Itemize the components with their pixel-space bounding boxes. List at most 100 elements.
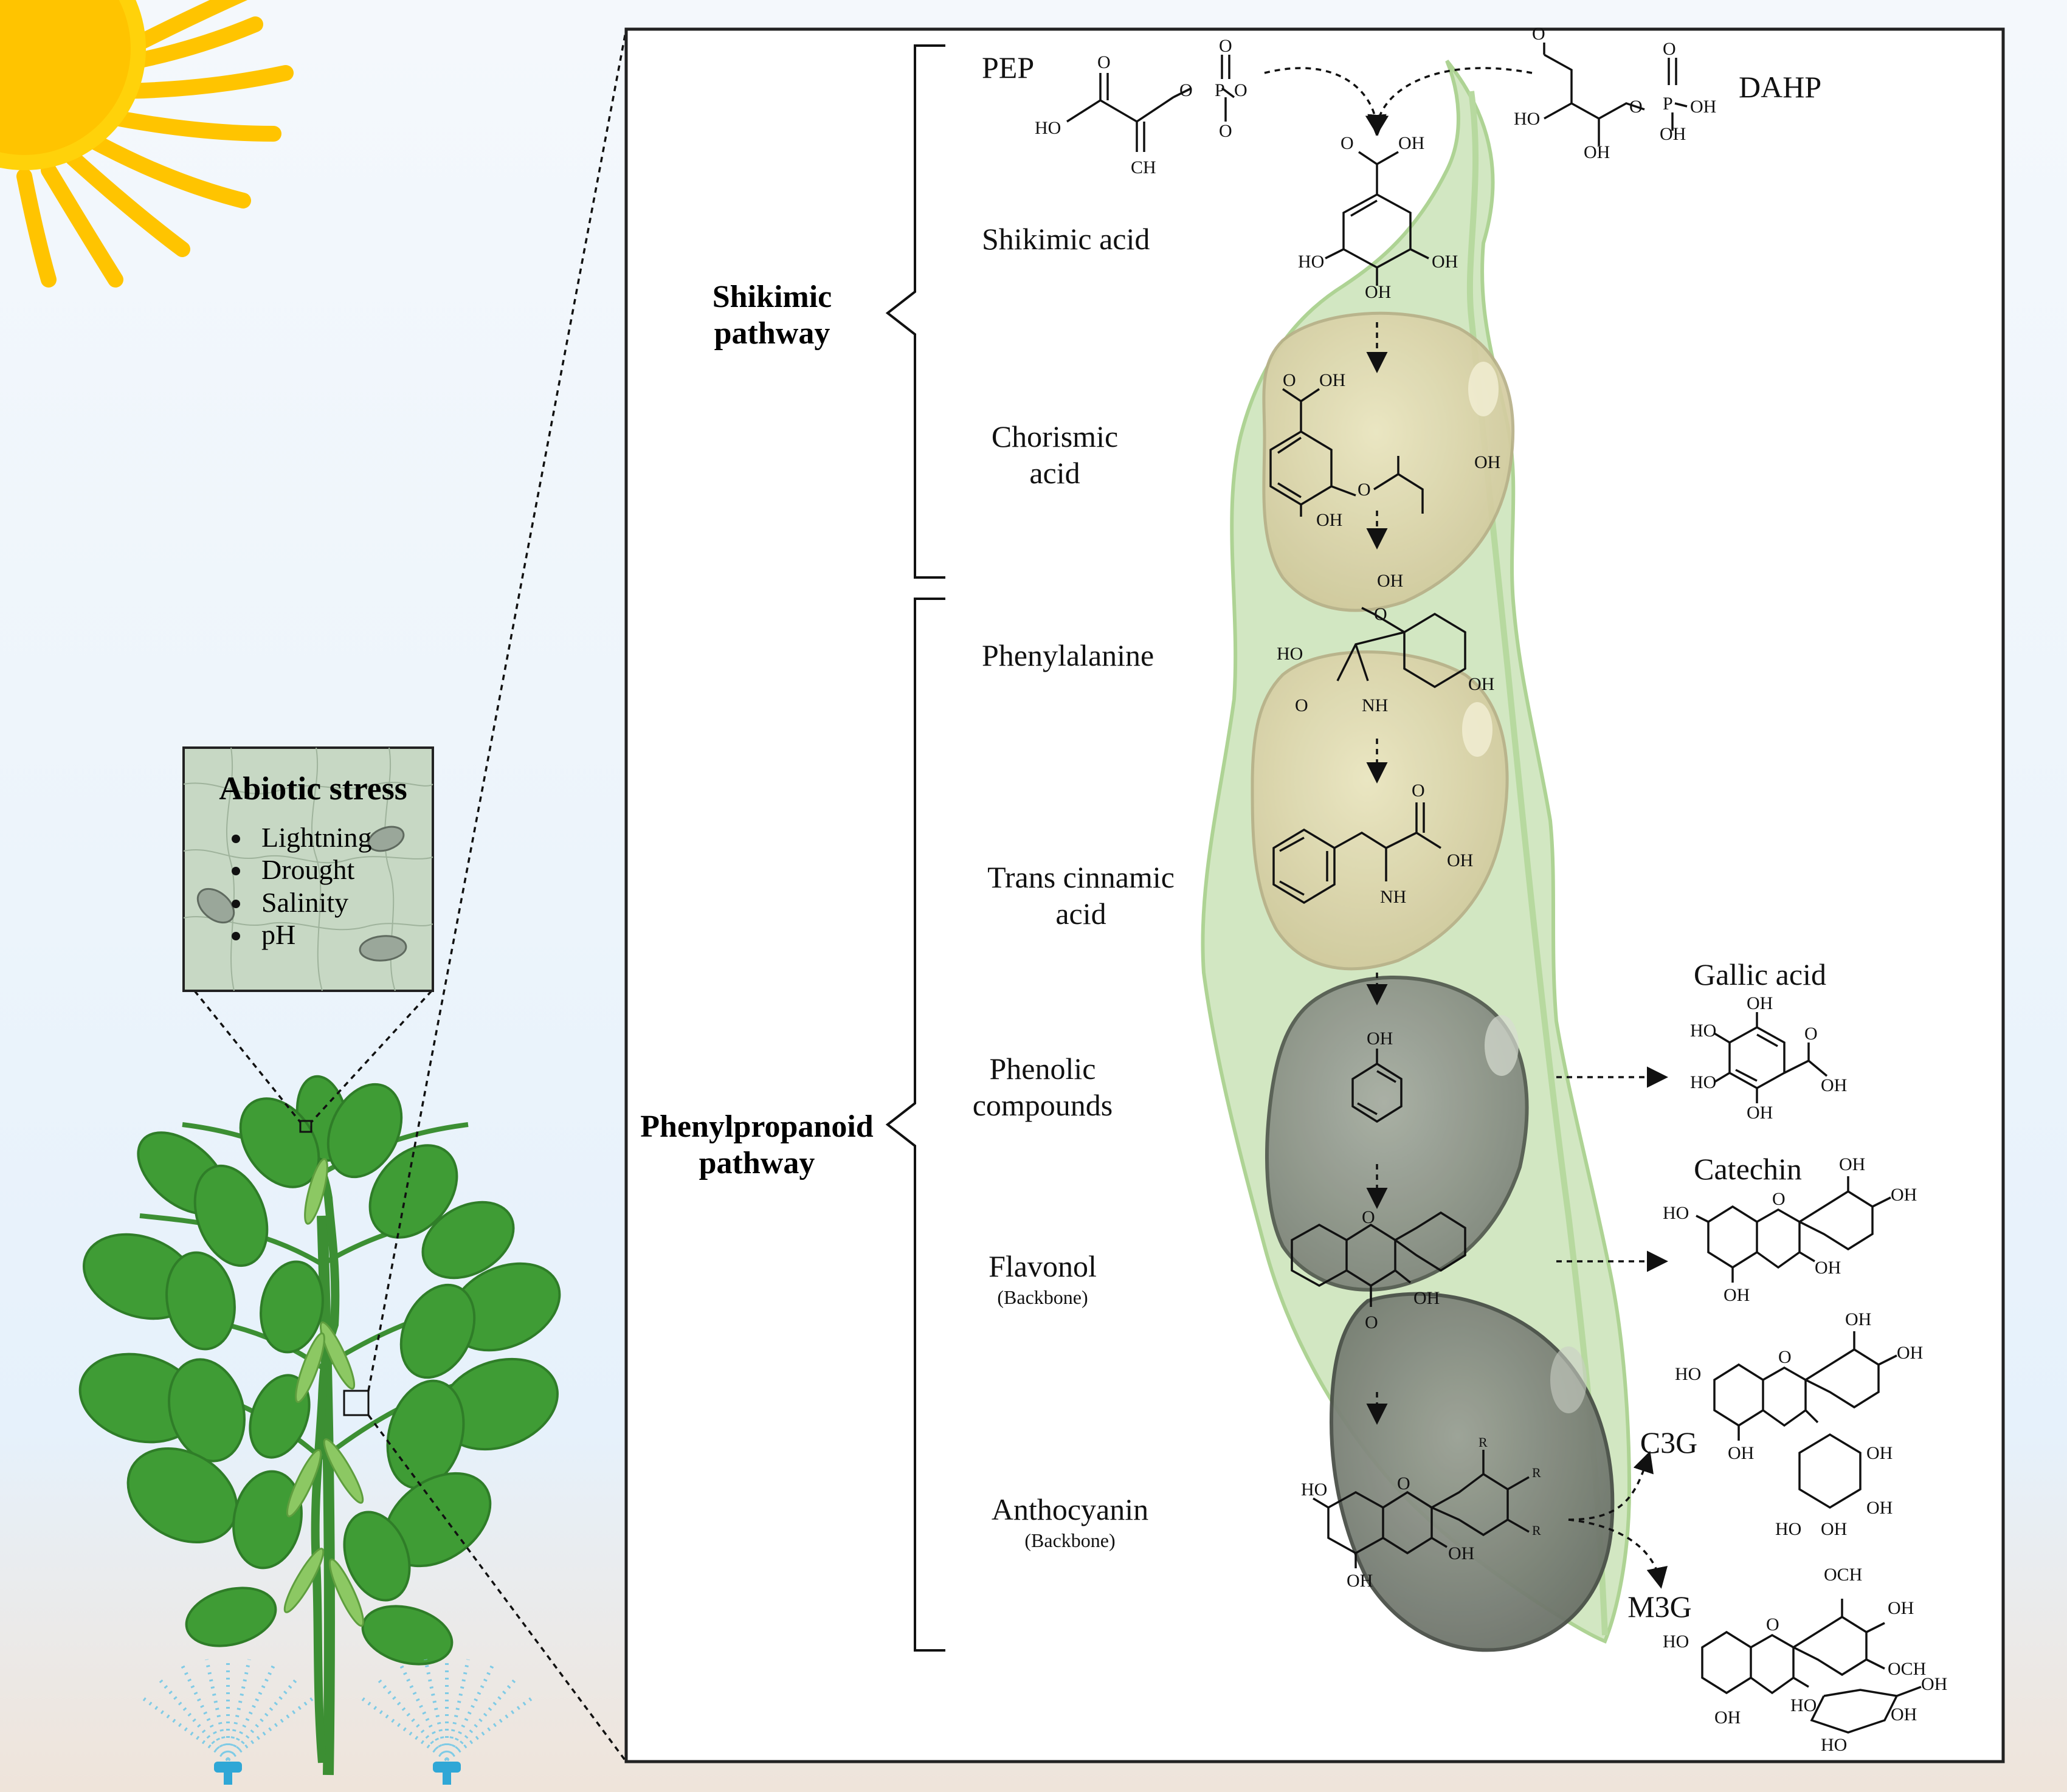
seed-icon xyxy=(1262,311,1515,612)
structure-flavonol: O O OH xyxy=(1291,1207,1466,1332)
svg-text:OH: OH xyxy=(1365,282,1391,302)
svg-text:OH: OH xyxy=(1447,850,1473,870)
svg-text:O: O xyxy=(1295,695,1308,715)
svg-text:HO: HO xyxy=(1690,1072,1716,1092)
svg-text:O: O xyxy=(1219,121,1232,141)
svg-text:O: O xyxy=(1219,36,1232,56)
structure-trans-cinnamic-acid: O OH NH xyxy=(1272,781,1473,907)
stress-item: Lightning xyxy=(261,822,371,853)
zoom-marker-leaf xyxy=(299,1120,312,1133)
structure-phenylalanine: O OH HO O NH OH xyxy=(1277,571,1494,715)
structure-m3g: HO O OCH OH OCH OH OH HO OH HO xyxy=(1663,1565,1947,1755)
svg-text:O: O xyxy=(1283,370,1296,390)
structure-phenol: OH xyxy=(1351,1029,1403,1123)
svg-text:O: O xyxy=(1629,97,1643,117)
svg-text:HO: HO xyxy=(1663,1632,1689,1652)
svg-text:OCH: OCH xyxy=(1824,1565,1862,1585)
compound-label-pep: PEP xyxy=(982,50,1034,84)
svg-text:O: O xyxy=(1772,1189,1786,1209)
svg-text:O: O xyxy=(1397,1473,1410,1494)
svg-text:OH: OH xyxy=(1821,1075,1847,1095)
svg-text:HO: HO xyxy=(1690,1021,1716,1041)
shikimic-brace xyxy=(885,44,945,579)
svg-text:HO: HO xyxy=(1821,1735,1847,1755)
svg-text:R: R xyxy=(1479,1435,1488,1450)
svg-text:OH: OH xyxy=(1584,142,1610,162)
compound-label-phenylalanine: Phenylalanine xyxy=(982,638,1154,672)
svg-text:O: O xyxy=(1374,604,1387,624)
svg-text:OH: OH xyxy=(1845,1309,1871,1329)
svg-text:OH: OH xyxy=(1468,674,1494,694)
svg-text:P: P xyxy=(1663,94,1673,114)
stress-box-title: Abiotic stress xyxy=(219,770,407,807)
svg-text:HO: HO xyxy=(1301,1480,1327,1500)
sprinkler-icon xyxy=(139,1659,317,1785)
zoom-lines xyxy=(193,29,627,1763)
pathway-arrows xyxy=(1264,67,1668,1589)
soybean-plant-icon xyxy=(78,1075,561,1776)
phenylpropanoid-pathway-label: Phenylpropanoid xyxy=(640,1109,873,1144)
svg-text:OH: OH xyxy=(1747,993,1773,1013)
svg-text:OH: OH xyxy=(1690,97,1716,117)
svg-text:NH: NH xyxy=(1380,887,1406,907)
svg-text:OH: OH xyxy=(1897,1343,1923,1363)
seed-icon xyxy=(1329,1292,1615,1652)
svg-text:OH: OH xyxy=(1660,124,1686,144)
compound-label-flavonol: Flavonol xyxy=(989,1249,1097,1283)
svg-text:O: O xyxy=(1804,1024,1818,1044)
compound-label-anthocyanin: Anthocyanin xyxy=(992,1492,1148,1526)
stress-item: Salinity xyxy=(261,887,348,918)
svg-text:R: R xyxy=(1532,1465,1541,1480)
svg-text:HO: HO xyxy=(1298,252,1324,272)
svg-text:OH: OH xyxy=(1448,1543,1474,1563)
product-label-catechin: Catechin xyxy=(1694,1152,1802,1186)
phenylpropanoid-brace xyxy=(885,598,945,1652)
stress-item: Drought xyxy=(261,854,355,885)
svg-text:O: O xyxy=(1532,24,1545,44)
compound-label-trans-cinnamic-acid: acid xyxy=(1055,897,1106,931)
svg-text:HO: HO xyxy=(1663,1203,1689,1223)
svg-text:O: O xyxy=(1663,39,1676,59)
svg-text:O: O xyxy=(1179,80,1193,100)
svg-text:OH: OH xyxy=(1866,1498,1893,1518)
svg-text:OH: OH xyxy=(1891,1704,1917,1725)
svg-text:NH: NH xyxy=(1362,695,1388,715)
svg-text:OH: OH xyxy=(1921,1674,1947,1694)
shikimic-pathway-label: pathway xyxy=(714,316,830,351)
abiotic-stress-box: Abiotic stress Lightning Drought Salinit… xyxy=(182,746,434,992)
svg-text:R: R xyxy=(1532,1523,1541,1538)
svg-text:OH: OH xyxy=(1316,510,1342,530)
svg-text:OH: OH xyxy=(1891,1185,1917,1205)
compound-label-shikimic-acid: Shikimic acid xyxy=(982,222,1150,256)
svg-text:P: P xyxy=(1215,80,1225,100)
svg-text:HO: HO xyxy=(1790,1695,1817,1715)
svg-text:OH: OH xyxy=(1367,1029,1393,1049)
compound-label-phenolic: compounds xyxy=(973,1088,1113,1122)
product-label-gallic-acid: Gallic acid xyxy=(1694,957,1826,991)
svg-text:OH: OH xyxy=(1724,1285,1750,1305)
svg-text:OH: OH xyxy=(1866,1443,1893,1463)
phenylpropanoid-pathway-label: pathway xyxy=(699,1146,815,1180)
svg-text:O: O xyxy=(1412,781,1425,801)
svg-text:OH: OH xyxy=(1747,1103,1773,1123)
svg-text:OH: OH xyxy=(1474,452,1500,472)
compound-label-dahp: DAHP xyxy=(1739,70,1821,104)
sprinkler-icon xyxy=(357,1659,536,1785)
svg-text:OH: OH xyxy=(1815,1258,1841,1278)
svg-text:OCH: OCH xyxy=(1888,1659,1926,1679)
svg-text:OH: OH xyxy=(1714,1708,1741,1728)
product-label-c3g: C3G xyxy=(1640,1425,1697,1459)
svg-text:OH: OH xyxy=(1319,370,1345,390)
svg-text:OH: OH xyxy=(1432,252,1458,272)
svg-text:HO: HO xyxy=(1775,1519,1801,1539)
svg-text:HO: HO xyxy=(1675,1364,1701,1384)
svg-text:O: O xyxy=(1097,52,1111,72)
structure-shikimic-acid: O OH HO OH OH xyxy=(1298,133,1458,302)
svg-text:O: O xyxy=(1365,1312,1378,1332)
structure-catechin: HO O OH OH OH OH xyxy=(1663,1154,1917,1305)
compound-label-chorismic-acid: acid xyxy=(1029,456,1080,490)
svg-text:HO: HO xyxy=(1514,109,1540,129)
seed-icon xyxy=(1251,650,1509,971)
svg-text:O: O xyxy=(1341,133,1354,153)
structure-chorismic-acid: O OH O OH OH xyxy=(1269,370,1500,530)
